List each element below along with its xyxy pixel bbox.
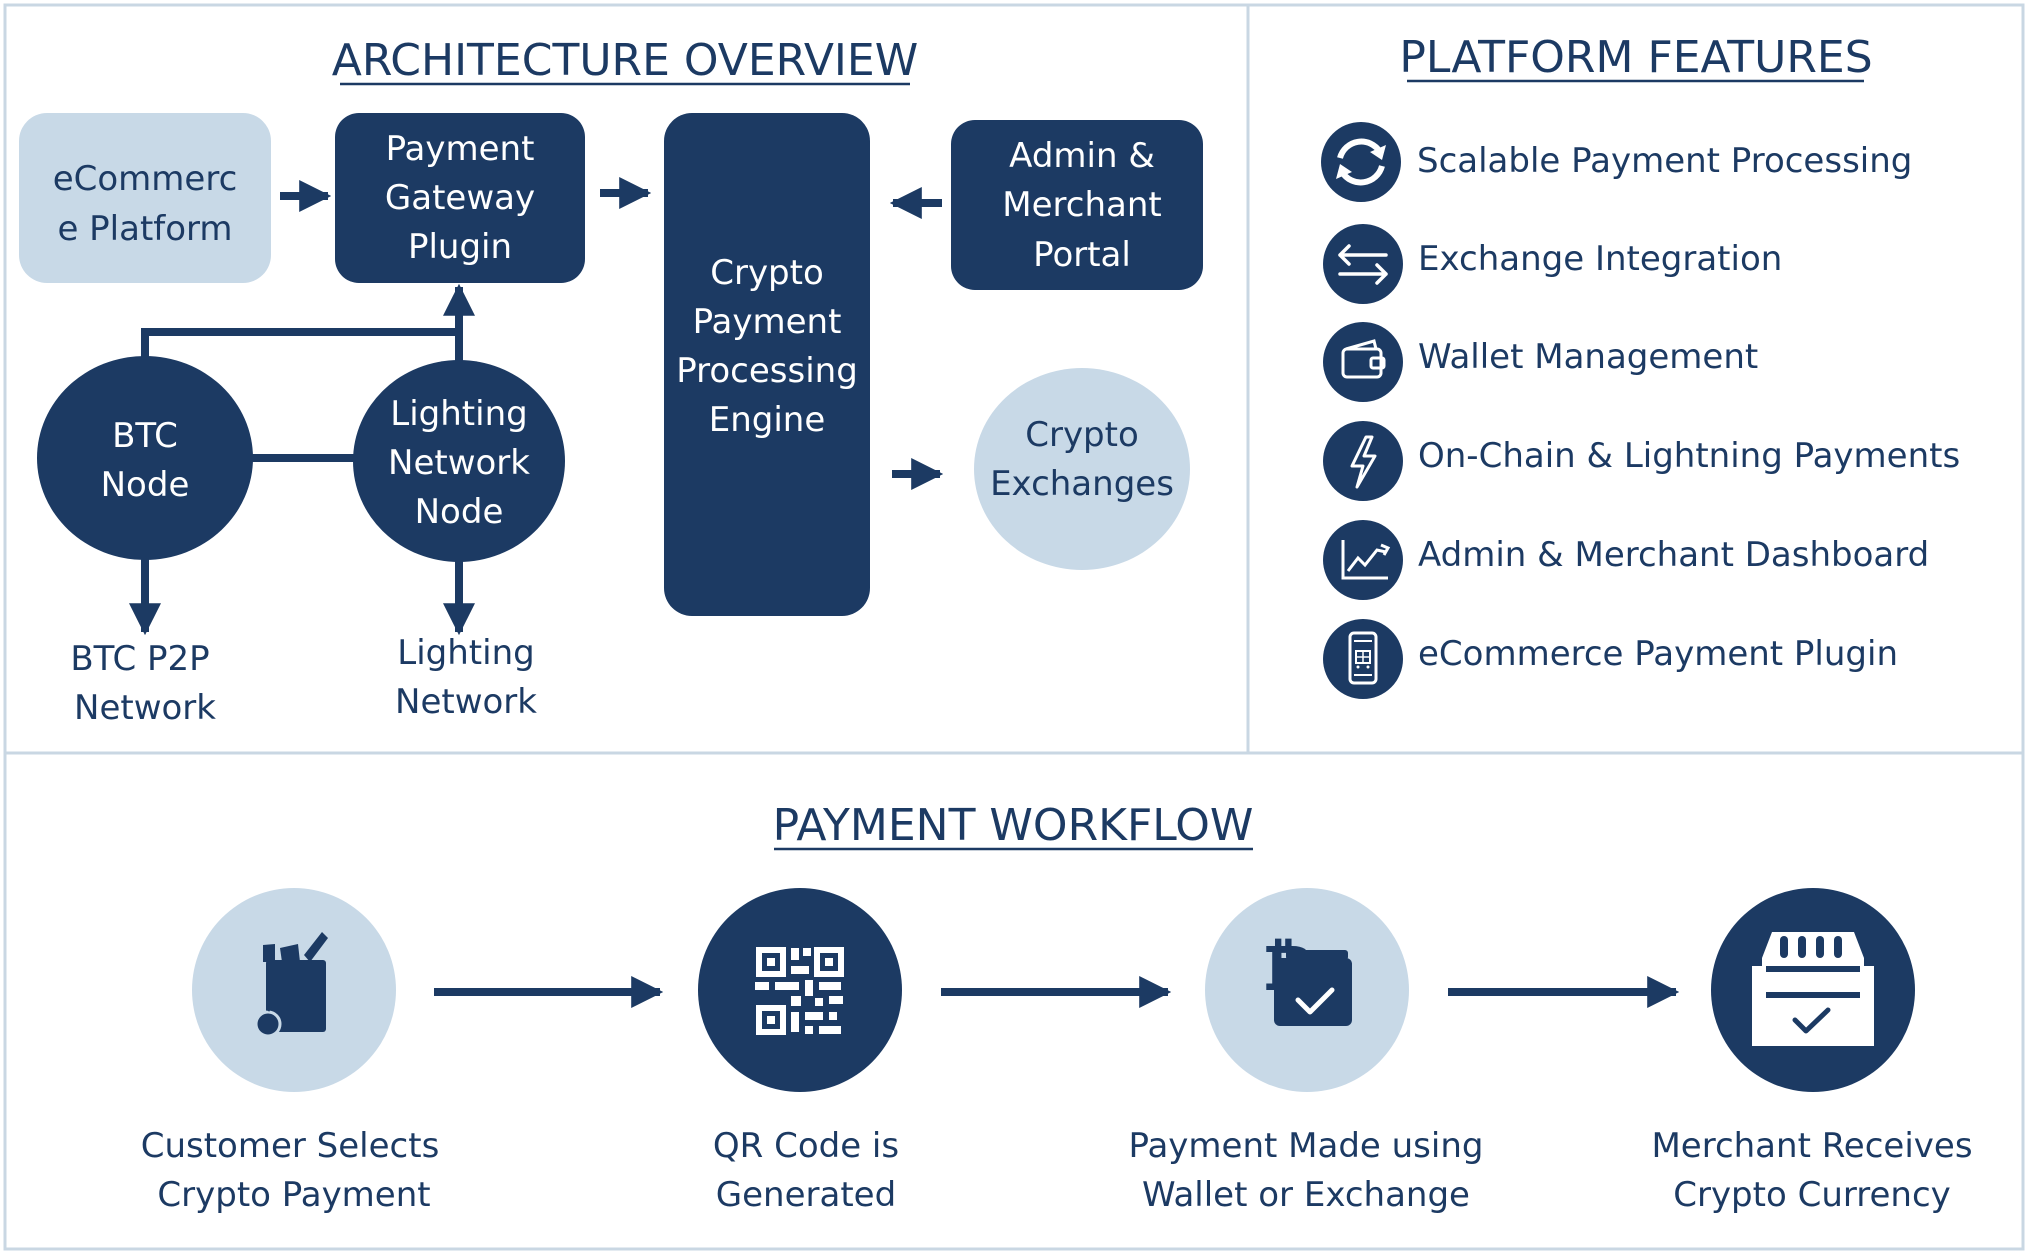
svg-text:Admin & Merchant Dashboard: Admin & Merchant Dashboard bbox=[1418, 535, 1929, 575]
workflow-step: Merchant Receives Crypto Currency bbox=[1651, 888, 1973, 1215]
svg-text:Processing: Processing bbox=[676, 351, 858, 391]
svg-text:Network: Network bbox=[395, 682, 537, 722]
lightning-network-node: Lighting Network Node bbox=[353, 360, 565, 562]
feature-item: Scalable Payment Processing bbox=[1321, 122, 1912, 202]
svg-text:eCommerc: eCommerc bbox=[53, 159, 238, 199]
svg-text:Customer Selects: Customer Selects bbox=[141, 1126, 440, 1166]
architecture-section: ARCHITECTURE OVERVIEW eCommerc e Platfor… bbox=[19, 35, 1203, 728]
svg-text:Merchant Receives: Merchant Receives bbox=[1651, 1126, 1972, 1166]
qr-code-icon bbox=[698, 888, 902, 1092]
svg-text:Wallet Management: Wallet Management bbox=[1418, 337, 1758, 377]
svg-text:Payment: Payment bbox=[693, 302, 842, 342]
svg-text:eCommerce Payment Plugin: eCommerce Payment Plugin bbox=[1418, 634, 1898, 674]
feature-item: Admin & Merchant Dashboard bbox=[1323, 520, 1929, 600]
svg-text:Crypto: Crypto bbox=[1025, 415, 1139, 455]
svg-text:Network: Network bbox=[74, 688, 216, 728]
btc-p2p-network-label: BTC P2P Network bbox=[70, 639, 216, 728]
lightning-icon bbox=[1323, 421, 1403, 501]
svg-text:Engine: Engine bbox=[709, 400, 826, 440]
svg-text:Crypto: Crypto bbox=[710, 253, 824, 293]
feature-item: Wallet Management bbox=[1323, 322, 1758, 402]
chart-icon bbox=[1323, 520, 1403, 600]
crypto-exchanges-node: Crypto Exchanges bbox=[974, 368, 1190, 570]
svg-text:On-Chain & Lightning Payments: On-Chain & Lightning Payments bbox=[1418, 436, 1960, 476]
payment-gateway-plugin-node: Payment Gateway Plugin bbox=[335, 113, 585, 283]
bitcoin-wallet-icon: ₿ bbox=[1205, 888, 1409, 1092]
phone-cart-icon bbox=[1323, 619, 1403, 699]
feature-item: On-Chain & Lightning Payments bbox=[1323, 421, 1960, 501]
feature-item: Exchange Integration bbox=[1323, 224, 1782, 304]
svg-text:e Platform: e Platform bbox=[57, 209, 232, 249]
svg-text:Lighting: Lighting bbox=[397, 633, 534, 673]
svg-text:Plugin: Plugin bbox=[408, 227, 512, 267]
workflow-step: QR Code is Generated bbox=[698, 888, 902, 1215]
grocery-bag-icon bbox=[192, 888, 396, 1092]
svg-text:BTC P2P: BTC P2P bbox=[70, 639, 209, 679]
storefront-icon bbox=[1711, 888, 1915, 1092]
svg-text:Crypto Currency: Crypto Currency bbox=[1673, 1175, 1951, 1215]
svg-text:Merchant: Merchant bbox=[1002, 185, 1161, 225]
svg-text:BTC: BTC bbox=[112, 416, 178, 456]
features-title: PLATFORM FEATURES bbox=[1399, 32, 1872, 83]
admin-merchant-portal-node: Admin & Merchant Portal bbox=[951, 120, 1203, 290]
workflow-title: PAYMENT WORKFLOW bbox=[773, 800, 1254, 851]
lightning-network-label: Lighting Network bbox=[395, 633, 537, 722]
svg-text:Gateway: Gateway bbox=[385, 178, 535, 218]
svg-text:Crypto Payment: Crypto Payment bbox=[157, 1175, 430, 1215]
svg-text:Exchange Integration: Exchange Integration bbox=[1418, 239, 1782, 279]
svg-text:Wallet or Exchange: Wallet or Exchange bbox=[1142, 1175, 1470, 1215]
svg-text:Exchanges: Exchanges bbox=[990, 464, 1174, 504]
svg-text:Portal: Portal bbox=[1033, 235, 1131, 275]
svg-text:QR Code is: QR Code is bbox=[713, 1126, 899, 1166]
svg-text:Admin &: Admin & bbox=[1009, 136, 1155, 176]
workflow-step: Customer Selects Crypto Payment bbox=[141, 888, 440, 1215]
svg-text:Node: Node bbox=[415, 492, 504, 532]
svg-text:Lighting: Lighting bbox=[390, 394, 527, 434]
crypto-payment-engine-node: Crypto Payment Processing Engine bbox=[664, 113, 870, 616]
svg-text:Payment: Payment bbox=[386, 129, 535, 169]
svg-text:Network: Network bbox=[388, 443, 530, 483]
architecture-title: ARCHITECTURE OVERVIEW bbox=[332, 35, 918, 86]
svg-text:Scalable Payment Processing: Scalable Payment Processing bbox=[1417, 141, 1912, 181]
workflow-section: PAYMENT WORKFLOW Customer Selects Crypto… bbox=[141, 800, 1973, 1215]
features-section: PLATFORM FEATURES Scalable Payment Proce… bbox=[1321, 32, 1960, 699]
feature-item: eCommerce Payment Plugin bbox=[1323, 619, 1898, 699]
workflow-step: ₿ Payment Made using Wallet or Exchange bbox=[1129, 888, 1484, 1215]
btc-node: BTC Node bbox=[37, 356, 253, 560]
svg-text:Payment Made using: Payment Made using bbox=[1129, 1126, 1484, 1166]
wallet-icon bbox=[1323, 322, 1403, 402]
svg-text:Generated: Generated bbox=[716, 1175, 896, 1215]
ecommerce-platform-node: eCommerc e Platform bbox=[19, 113, 271, 283]
svg-text:Node: Node bbox=[101, 465, 190, 505]
refresh-icon bbox=[1321, 122, 1401, 202]
exchange-arrows-icon bbox=[1323, 224, 1403, 304]
panel-borders bbox=[3, 3, 2025, 1251]
